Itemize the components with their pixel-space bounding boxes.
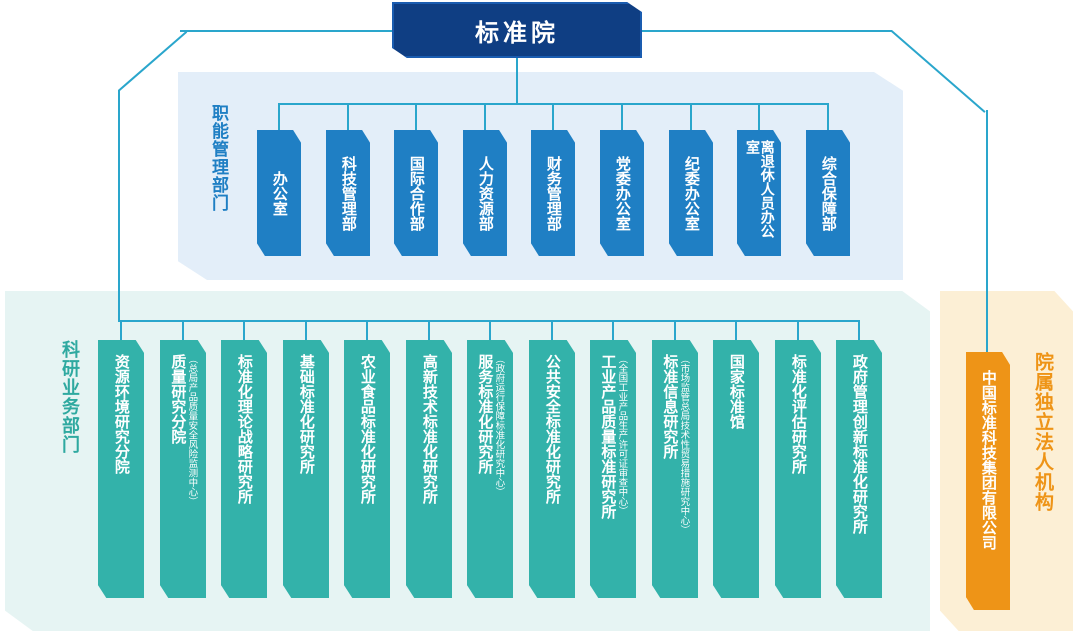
functional-unit-name: 财务管理部 [544,155,563,231]
functional-unit-name: 人力资源部 [476,155,495,231]
research-unit: 标准信息研究所（市场监管总局技术性贸易措施研究中心） [652,340,698,598]
functional-stem [621,103,623,130]
functional-unit: 财务管理部 [531,130,575,256]
research-unit-name: 标准化评估研究所 [789,354,808,474]
research-unit-note: （总局产品质量安全风险监测中心） [186,354,198,506]
research-unit: 标准化评估研究所 [775,340,821,598]
research-stem [735,320,737,342]
connector-right-vertical [986,110,988,352]
research-unit-note: （市场监管总局技术性贸易措施研究中心） [678,354,690,535]
research-unit-note: （政府运行保障标准化研究中心） [493,354,505,497]
research-unit: 高新技术标准化研究所 [406,340,452,598]
research-unit: 公共安全标准化研究所 [529,340,575,598]
functional-unit: 人力资源部 [463,130,507,256]
functional-unit: 综合保障部 [806,130,850,256]
connector-right-diagonal [890,30,986,113]
research-unit-name: 服务标准化研究所 [476,354,495,474]
research-unit-name: 国家标准馆 [727,354,746,429]
functional-unit: 国际合作部 [394,130,438,256]
research-unit: 基础标准化研究所 [283,340,329,598]
affiliated-label-wrap: 院属独立法人机构 [1030,352,1057,512]
functional-stem [484,103,486,130]
functional-unit-name: 国际合作部 [407,155,426,231]
research-stem [551,320,553,342]
functional-unit-name: 综合保障部 [819,155,838,231]
research-stem [489,320,491,342]
research-unit-name: 标准信息研究所 [661,354,680,459]
connector-root-down [516,58,518,104]
research-unit: 标准化理论战略研究所 [221,340,267,598]
research-stem [612,320,614,342]
functional-label: 职能管理部门 [208,104,228,212]
research-unit-name: 高新技术标准化研究所 [420,354,439,504]
research-stem [182,320,184,342]
research-unit-name: 农业食品标准化研究所 [358,354,377,504]
functional-unit: 党委办公室 [600,130,644,256]
functional-stem [347,103,349,130]
connector-top-left [180,30,392,32]
functional-unit-name: 科技管理部 [339,155,358,231]
affiliated-unit-name: 中国标准科技集团有限公司 [979,370,998,550]
functional-unit-name: 纪委办公室 [682,155,701,231]
affiliated-label: 院属独立法人机构 [1032,352,1054,512]
functional-unit-name: 办公室 [270,170,289,216]
research-stem [120,320,122,342]
research-unit-name: 基础标准化研究所 [297,354,316,474]
research-unit-name: 资源环境研究分院 [112,354,131,474]
research-unit: 服务标准化研究所（政府运行保障标准化研究中心） [467,340,513,598]
connector-top-right [642,30,892,32]
research-stem [674,320,676,342]
functional-stem [690,103,692,130]
functional-unit: 办公室 [257,130,301,256]
functional-unit: 离退休人员办公室 [737,130,781,256]
research-stem [428,320,430,342]
affiliated-unit: 中国标准科技集团有限公司 [966,352,1010,610]
functional-stem [827,103,829,130]
functional-label-wrap: 职能管理部门 [206,104,231,212]
root-label: 标准院 [475,18,559,47]
research-unit-name: 工业产品质量标准研究所 [599,354,618,519]
research-label-wrap: 科研业务部门 [56,340,82,454]
research-stem [858,320,860,342]
research-stem [305,320,307,342]
research-unit-name: 公共安全标准化研究所 [543,354,562,504]
connector-left-vertical [118,90,120,320]
research-unit: 农业食品标准化研究所 [344,340,390,598]
root-node: 标准院 [392,2,642,58]
functional-unit-name: 离退休人员办公室 [744,140,775,238]
connector-research-bus [118,320,858,322]
functional-unit-name: 党委办公室 [613,155,632,231]
research-unit: 质量研究分院（总局产品质量安全风险监测中心） [160,340,206,598]
research-stem [366,320,368,342]
research-unit: 资源环境研究分院 [98,340,144,598]
functional-unit: 科技管理部 [326,130,370,256]
connector-left-diagonal [118,30,188,92]
research-unit: 工业产品质量标准研究所（全国工业产品生产许可证审查中心） [590,340,636,598]
research-stem [797,320,799,342]
research-unit-note: （全国工业产品生产许可证审查中心） [616,354,628,516]
research-stem [243,320,245,342]
research-unit: 政府管理创新标准化研究所 [836,340,882,598]
research-unit-name: 质量研究分院 [169,354,188,444]
research-label: 科研业务部门 [59,340,80,454]
research-unit-name: 标准化理论战略研究所 [235,354,254,504]
functional-stem [415,103,417,130]
functional-stem [278,103,280,130]
functional-stem [758,103,760,130]
research-unit-name: 政府管理创新标准化研究所 [850,354,869,534]
research-unit: 国家标准馆 [713,340,759,598]
functional-unit: 纪委办公室 [669,130,713,256]
functional-stem [552,103,554,130]
